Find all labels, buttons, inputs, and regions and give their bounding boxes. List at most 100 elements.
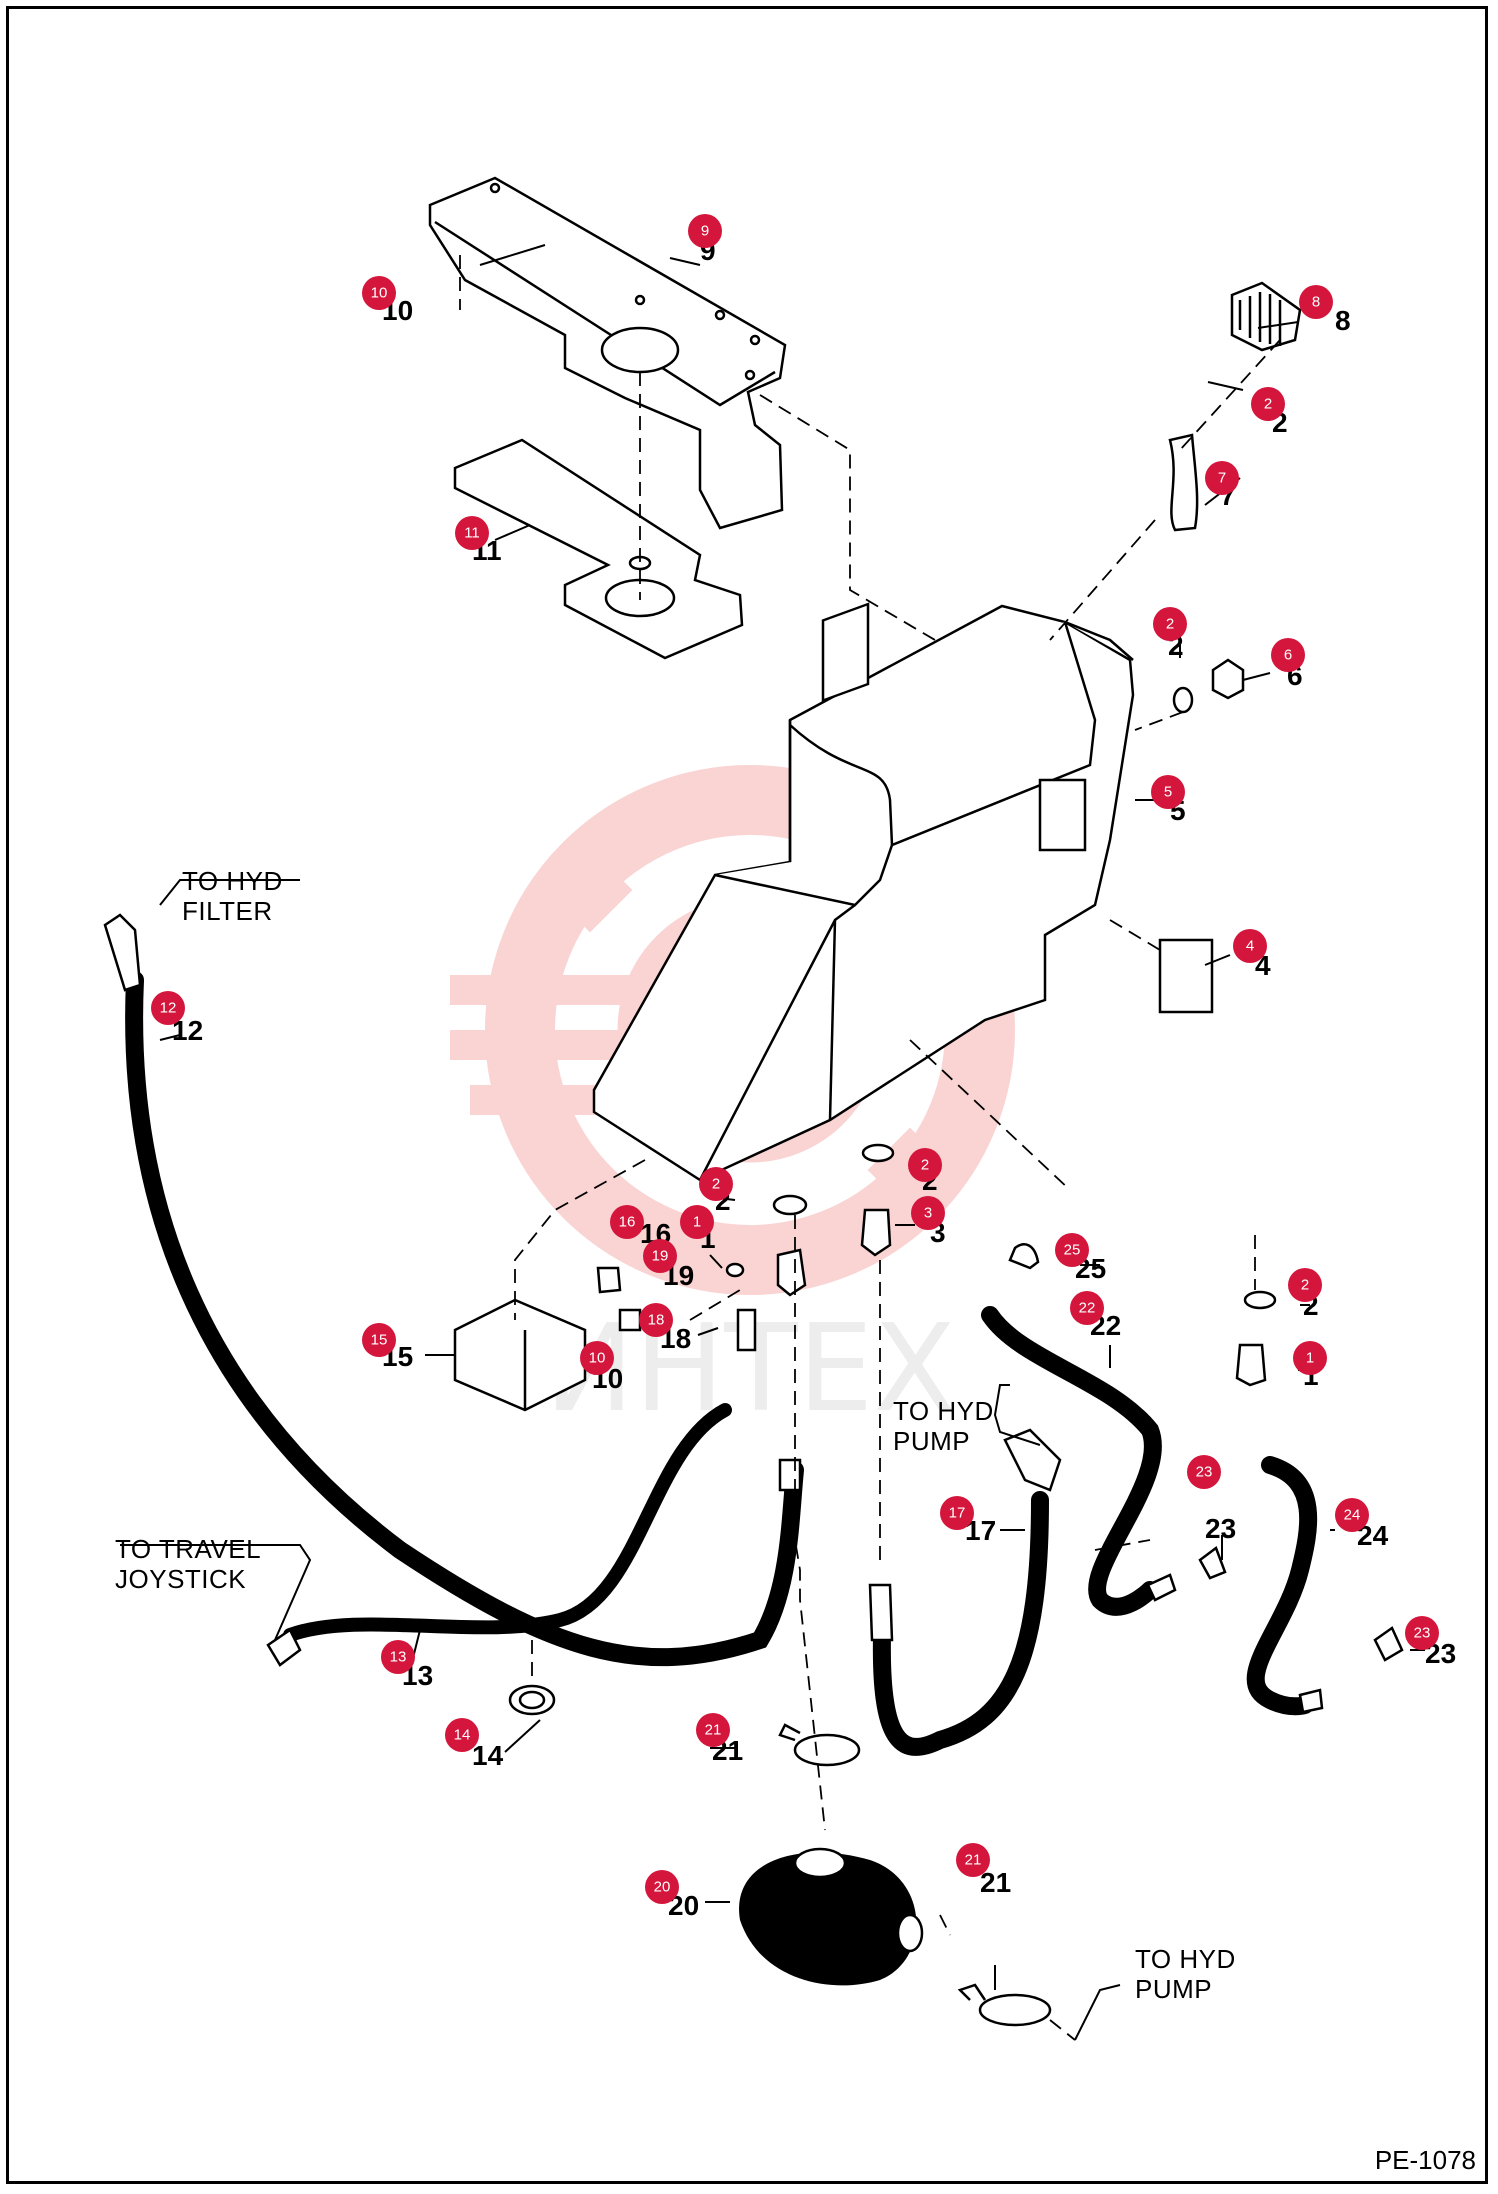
svg-text:11: 11 xyxy=(464,525,480,542)
svg-text:22: 22 xyxy=(1079,1300,1096,1317)
svg-text:23: 23 xyxy=(1414,1625,1431,1642)
svg-text:16: 16 xyxy=(619,1214,636,1231)
callout-11[interactable]: 11 xyxy=(455,516,489,550)
callout-5[interactable]: 5 xyxy=(1151,775,1185,809)
svg-text:2: 2 xyxy=(1166,616,1174,633)
note-to-pump-a-1: TO HYD xyxy=(893,1396,994,1426)
callout-6[interactable]: 6 xyxy=(1271,638,1305,672)
callout-9[interactable]: 9 xyxy=(688,214,722,248)
diagram-border xyxy=(6,6,1488,2184)
svg-text:10: 10 xyxy=(371,285,388,302)
leader-lines xyxy=(120,244,1425,2041)
svg-text:1: 1 xyxy=(1306,1350,1314,1367)
label-8: 8 xyxy=(1335,305,1351,336)
callout-15[interactable]: 15 xyxy=(362,1323,396,1357)
note-to-pump-b-1: TO HYD xyxy=(1135,1944,1236,1974)
routing-notes: TO HYD FILTER TO TRAVEL JOYSTICK TO HYD … xyxy=(115,866,1236,2004)
leader-lines-dashed xyxy=(459,255,1281,2041)
callout-2[interactable]: 2 xyxy=(699,1167,733,1201)
svg-text:18: 18 xyxy=(648,1312,665,1329)
sensor-bracket xyxy=(453,1298,587,1412)
callout-8[interactable]: 8 xyxy=(1299,285,1333,319)
callout-23[interactable]: 23 xyxy=(1405,1616,1439,1650)
callout-21[interactable]: 21 xyxy=(696,1713,730,1747)
callout-21[interactable]: 21 xyxy=(956,1843,990,1877)
callout-2[interactable]: 2 xyxy=(1153,607,1187,641)
callout-bubbles: 9 10 8 2 7 11 2 6 5 4 12 2 2 3 16 1 19 2… xyxy=(151,214,1439,1904)
svg-text:10: 10 xyxy=(589,1350,606,1367)
callout-20[interactable]: 20 xyxy=(645,1870,679,1904)
callout-13[interactable]: 13 xyxy=(381,1640,415,1674)
svg-text:25: 25 xyxy=(1064,1242,1081,1259)
label-14: 14 xyxy=(472,1740,504,1771)
hoses xyxy=(125,971,1318,1756)
callout-22[interactable]: 22 xyxy=(1070,1291,1104,1325)
fittings xyxy=(596,1208,1404,1662)
callout-14[interactable]: 14 xyxy=(445,1718,479,1752)
callout-10[interactable]: 10 xyxy=(580,1341,614,1375)
callout-16[interactable]: 16 xyxy=(610,1205,644,1239)
callout-17[interactable]: 17 xyxy=(940,1496,974,1530)
svg-text:21: 21 xyxy=(965,1852,982,1869)
svg-text:15: 15 xyxy=(371,1332,388,1349)
label-23: 23 xyxy=(1205,1513,1236,1544)
svg-text:2: 2 xyxy=(1264,396,1272,413)
svg-text:2: 2 xyxy=(921,1157,929,1174)
callout-12[interactable]: 12 xyxy=(151,991,185,1025)
hydraulic-tank xyxy=(592,602,1135,1182)
filler-cap xyxy=(1230,281,1302,352)
svg-text:3: 3 xyxy=(924,1205,932,1222)
note-to-travel-1: TO TRAVEL xyxy=(115,1534,261,1564)
callout-19[interactable]: 19 xyxy=(643,1239,677,1273)
sight-gauge xyxy=(1158,938,1214,1014)
callout-1[interactable]: 1 xyxy=(680,1205,714,1239)
upper-bracket xyxy=(428,176,787,530)
suction-hose xyxy=(739,1847,924,1986)
note-to-hyd-filter-1: TO HYD xyxy=(182,866,283,896)
svg-text:23: 23 xyxy=(1196,1464,1213,1481)
svg-text:2: 2 xyxy=(712,1176,720,1193)
hose-clamps xyxy=(778,1723,1052,2027)
svg-text:24: 24 xyxy=(1344,1507,1361,1524)
note-to-pump-a-2: PUMP xyxy=(893,1426,970,1456)
grommet xyxy=(508,1684,556,1716)
note-to-travel-2: JOYSTICK xyxy=(115,1564,246,1594)
svg-text:14: 14 xyxy=(454,1727,471,1744)
callout-23[interactable]: 23 xyxy=(1187,1455,1221,1489)
svg-text:9: 9 xyxy=(701,223,709,240)
hose-fittings xyxy=(103,913,1324,1714)
note-to-hyd-filter-2: FILTER xyxy=(182,896,273,926)
lower-plate xyxy=(453,438,744,660)
label-21: 21 xyxy=(980,1867,1011,1898)
svg-text:20: 20 xyxy=(654,1879,671,1896)
svg-text:13: 13 xyxy=(390,1649,407,1666)
callout-2[interactable]: 2 xyxy=(1288,1268,1322,1302)
callout-2[interactable]: 2 xyxy=(908,1148,942,1182)
svg-text:1: 1 xyxy=(693,1214,701,1231)
svg-text:19: 19 xyxy=(652,1248,669,1265)
svg-text:4: 4 xyxy=(1246,938,1254,955)
callout-25[interactable]: 25 xyxy=(1055,1233,1089,1267)
svg-text:2: 2 xyxy=(1301,1277,1309,1294)
svg-text:6: 6 xyxy=(1284,647,1292,664)
note-to-pump-b-2: PUMP xyxy=(1135,1974,1212,2004)
callout-24[interactable]: 24 xyxy=(1335,1498,1369,1532)
callout-10[interactable]: 10 xyxy=(362,276,396,310)
callout-1[interactable]: 1 xyxy=(1293,1341,1327,1375)
svg-text:8: 8 xyxy=(1312,294,1320,311)
callout-7[interactable]: 7 xyxy=(1205,461,1239,495)
callout-18[interactable]: 18 xyxy=(639,1303,673,1337)
svg-text:12: 12 xyxy=(160,1000,177,1017)
plug-fitting xyxy=(725,658,1277,1310)
svg-text:17: 17 xyxy=(949,1505,966,1522)
diagram-code: PE-1078 xyxy=(1374,2145,1476,2175)
filler-neck-hose xyxy=(1168,433,1199,532)
svg-text:21: 21 xyxy=(705,1722,722,1739)
svg-text:7: 7 xyxy=(1218,470,1226,487)
callout-2[interactable]: 2 xyxy=(1251,387,1285,421)
callout-3[interactable]: 3 xyxy=(911,1196,945,1230)
callout-4[interactable]: 4 xyxy=(1233,929,1267,963)
svg-text:5: 5 xyxy=(1164,784,1172,801)
